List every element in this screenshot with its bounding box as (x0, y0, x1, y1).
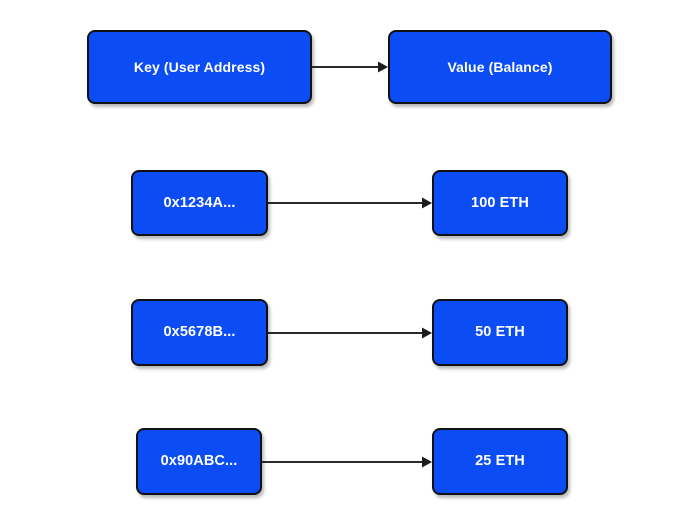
entry-arrow-connector (268, 327, 432, 339)
header-value-node[interactable]: Value (Balance) (388, 30, 612, 104)
entry-key-node[interactable]: 0x90ABC... (136, 428, 262, 495)
header-arrow-connector (312, 61, 388, 73)
entry-key-label: 0x1234A... (163, 194, 236, 211)
entry-key-label: 0x5678B... (163, 324, 236, 341)
arrow-right-icon (422, 456, 432, 468)
entry-arrow-connector (268, 197, 432, 209)
entry-arrow-connector (262, 456, 432, 468)
arrow-right-icon (378, 61, 388, 73)
arrow-right-icon (422, 197, 432, 209)
entry-key-label: 0x90ABC... (160, 453, 238, 470)
mapping-header-row: Key (User Address) Value (Balance) (0, 0, 700, 130)
entry-key-node[interactable]: 0x1234A... (131, 170, 268, 236)
entry-value-label: 100 ETH (471, 194, 529, 211)
entry-value-node[interactable]: 25 ETH (432, 428, 568, 495)
entry-value-node[interactable]: 50 ETH (432, 299, 568, 366)
header-key-node[interactable]: Key (User Address) (87, 30, 312, 104)
header-value-label: Value (Balance) (447, 58, 553, 75)
entry-key-node[interactable]: 0x5678B... (131, 299, 268, 366)
entry-value-node[interactable]: 100 ETH (432, 170, 568, 236)
arrow-right-icon (422, 327, 432, 339)
entry-value-label: 25 ETH (475, 453, 525, 470)
entry-value-label: 50 ETH (475, 324, 525, 341)
header-key-label: Key (User Address) (133, 58, 266, 75)
